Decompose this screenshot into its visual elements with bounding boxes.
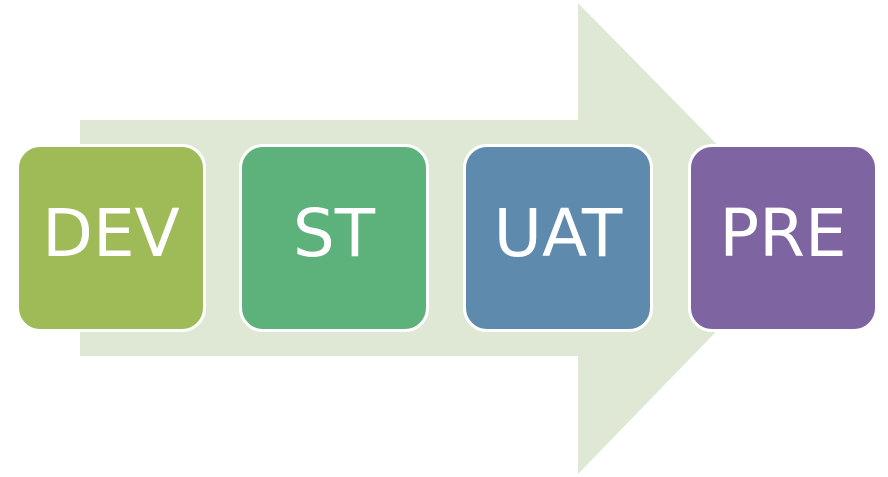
stage-uat-box: UAT [463,144,653,332]
stage-st-label: ST [292,195,376,272]
stage-st-box: ST [239,144,429,332]
arrow-shape [80,3,808,474]
stage-dev-box: DEV [16,144,206,332]
stage-dev-label: DEV [42,195,180,272]
stage-pre-label: PRE [719,195,847,272]
stage-uat-label: UAT [493,195,623,272]
stage-pre-box: PRE [688,144,878,332]
